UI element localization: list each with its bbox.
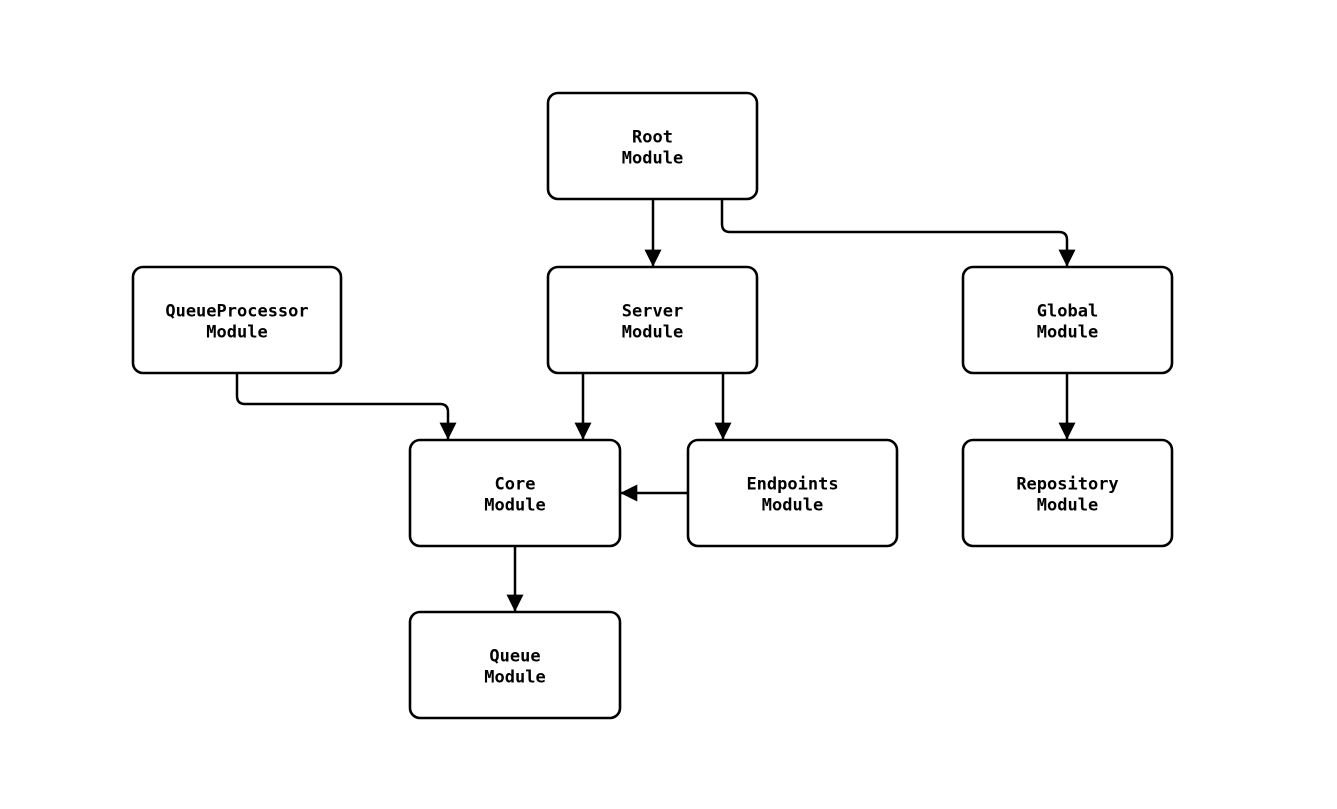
node-endpoints-box (686, 438, 899, 548)
node-queue-box (408, 610, 622, 720)
node-server-box (546, 265, 759, 375)
node-queueprocessor-box (131, 265, 343, 375)
edge-root-to-global (720, 199, 1076, 267)
node-core-box (408, 438, 622, 548)
node-root-box (546, 91, 759, 201)
edges-layer (235, 199, 1076, 612)
node-repository-box (961, 438, 1174, 548)
edge-queueprocessor-to-core (235, 373, 457, 440)
node-global-box (961, 265, 1174, 375)
